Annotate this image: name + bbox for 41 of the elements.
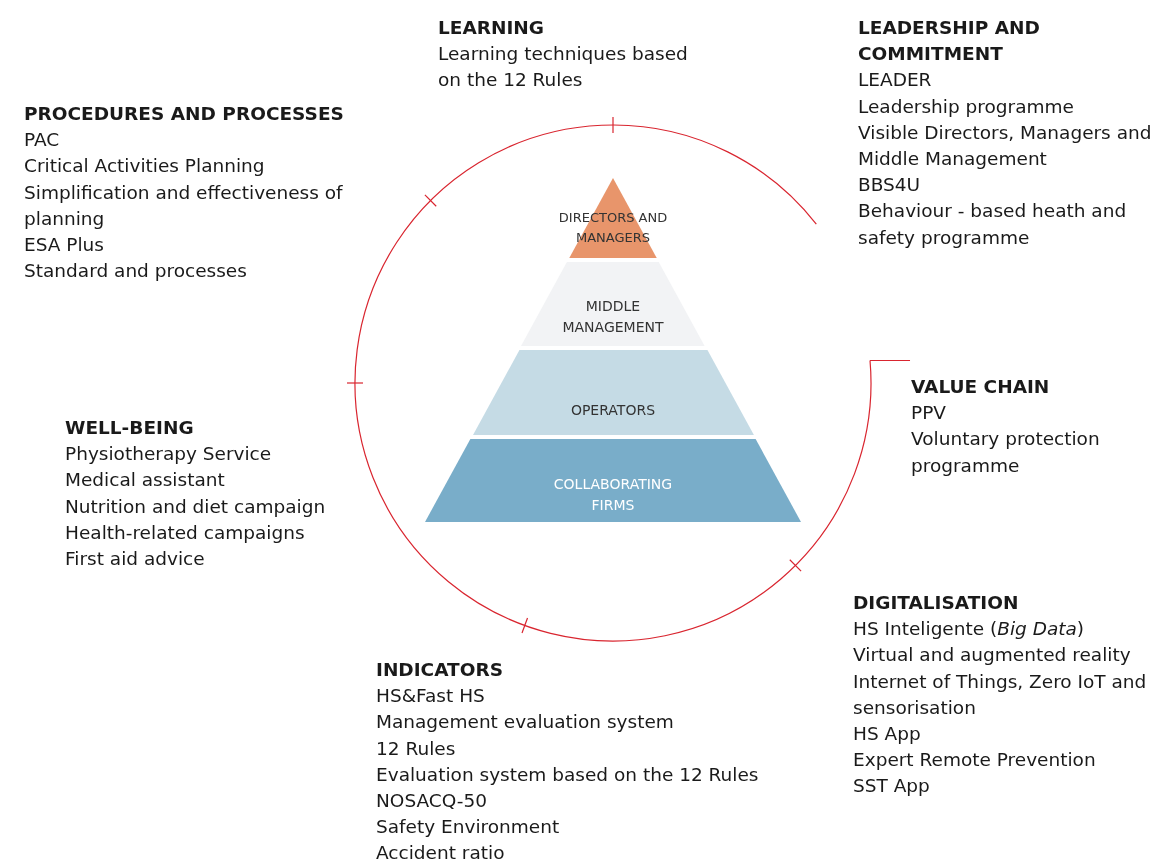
list-item: Behaviour - based heath and safety programme	[858, 199, 1128, 250]
list-item: Expert Remote Prevention	[853, 748, 1097, 773]
list-item: Simplification and effectiveness of planning	[24, 180, 344, 231]
list-item: Leadership programme	[858, 94, 1075, 119]
list-item: NOSACQ-50	[376, 789, 489, 813]
list-item: ESA Plus	[24, 233, 105, 257]
list-item: Safety Environment	[376, 815, 561, 840]
list-item: SST App	[853, 774, 931, 799]
pyramid-tier: OPERATORS	[472, 350, 754, 435]
section-heading: LEARNING	[438, 16, 546, 40]
list-item: 12 Rules	[376, 736, 457, 761]
list-item: Virtual and augmented reality	[853, 643, 1132, 668]
list-item: Physiotherapy Service	[65, 442, 273, 467]
list-item: Critical Activities Planning	[24, 154, 266, 179]
list-item: Visible Directors, Managers and Middle Management	[858, 120, 1153, 171]
pyramid-tier: MIDDLE MANAGEMENT	[521, 262, 705, 346]
section-heading: PROCEDURES AND PROCESSES	[24, 102, 344, 126]
list-item: Accident ratio	[376, 841, 506, 864]
list-item: Voluntary protection programme	[911, 427, 1101, 478]
section-heading: WELL-BEING	[65, 416, 195, 440]
list-item: Internet of Things, Zero IoT and sensorisation	[853, 669, 1148, 720]
list-item: PAC	[24, 128, 61, 153]
list-item: Medical assistant	[65, 468, 226, 493]
pyramid-base-tier: COLLABORATING FIRMS	[425, 439, 801, 522]
list-item: Learning techniques based on the 12 Rules	[438, 42, 689, 93]
list-item: Evaluation system based on the 12 Rules	[376, 762, 760, 787]
section-heading: VALUE CHAIN	[911, 375, 1051, 399]
section-heading: DIGITALISATION	[853, 591, 1020, 615]
list-item: Health-related campaigns	[65, 520, 306, 545]
list-item: BBS4U	[858, 173, 922, 198]
list-item: First aid advice	[65, 547, 206, 571]
section-heading: INDICATORS	[376, 658, 504, 682]
list-item: Management evaluation system	[376, 710, 675, 735]
list-item: LEADER	[858, 68, 933, 93]
list-item: PPV	[911, 401, 947, 426]
list-item: HS&Fast HS	[376, 684, 486, 709]
section-heading: LEADERSHIP AND COMMITMENT	[858, 16, 1041, 67]
list-item: HS App	[853, 722, 922, 746]
list-item: HS Inteligente (Big Data)	[853, 617, 1086, 642]
list-item: Standard and processes	[24, 259, 248, 284]
list-item: Nutrition and diet campaign	[65, 494, 327, 519]
